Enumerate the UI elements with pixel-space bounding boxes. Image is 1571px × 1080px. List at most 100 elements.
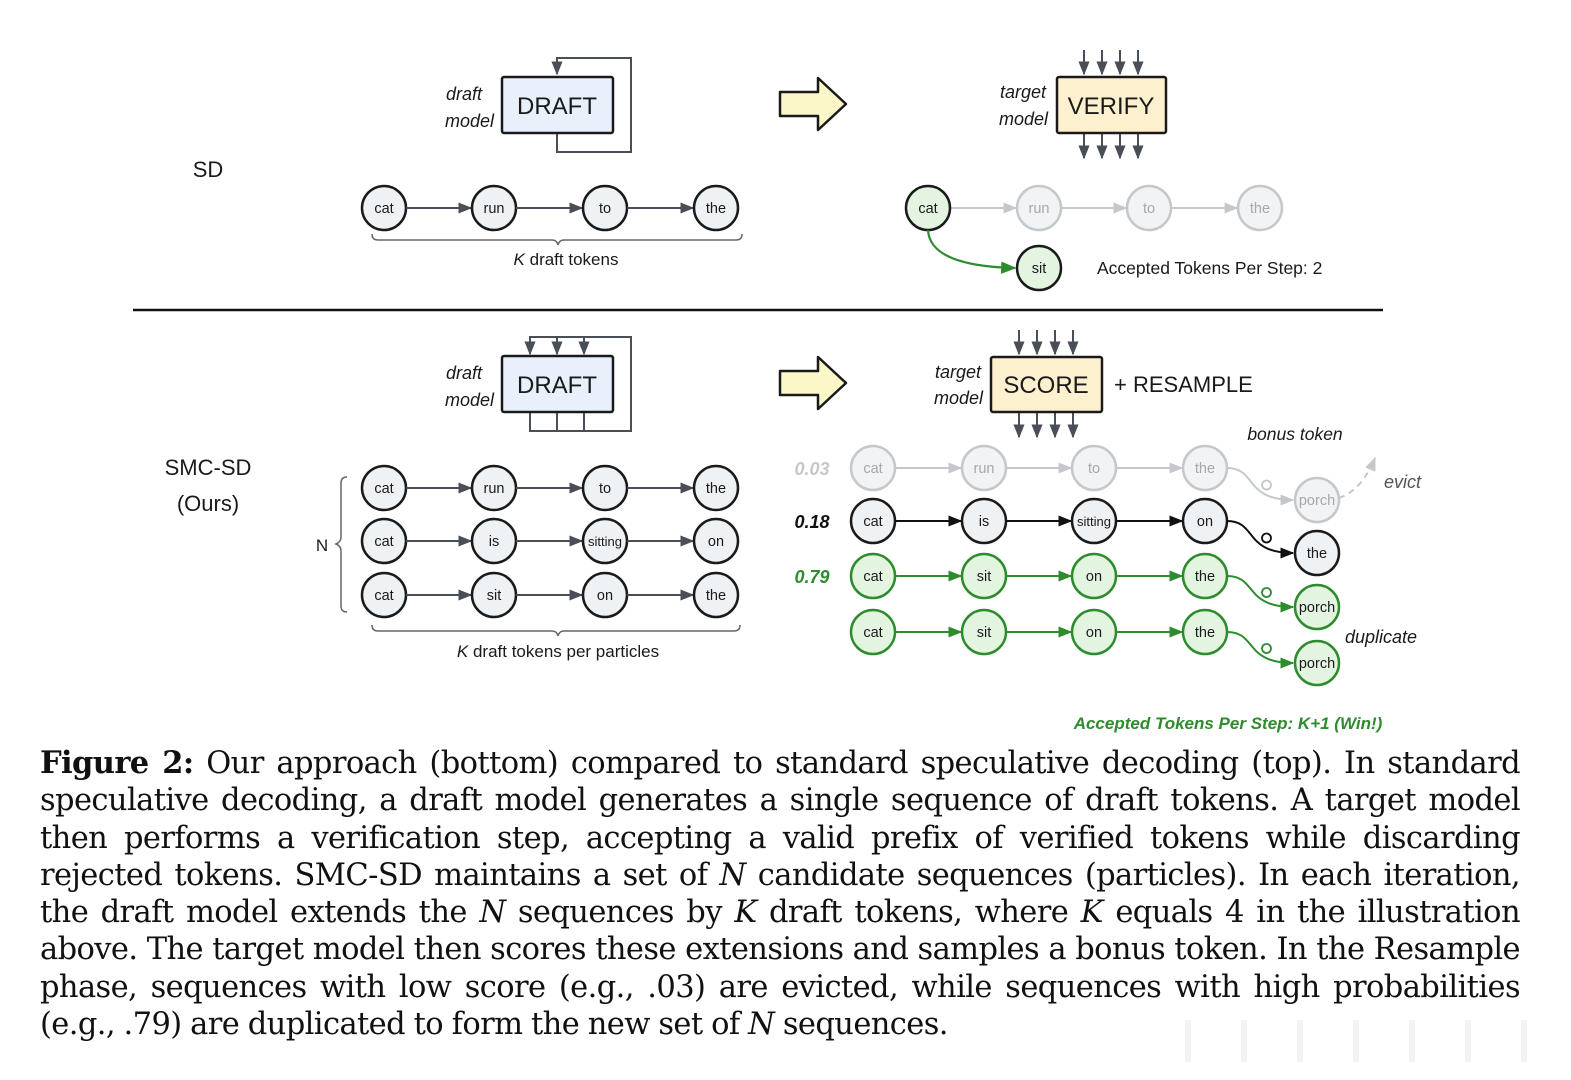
- token-node: the: [1181, 608, 1229, 656]
- bonus-edge: [1226, 520, 1295, 559]
- sd-k-brace-label: K draft tokens: [514, 250, 619, 269]
- sd-draft-model-label-2: model: [445, 111, 495, 131]
- token-label: sitting: [588, 534, 622, 549]
- smc-draft-model-label-2: model: [445, 390, 495, 410]
- token-label: is: [489, 534, 499, 550]
- token-label: the: [1195, 625, 1215, 641]
- token-label: sit: [487, 588, 502, 604]
- token-label: cat: [374, 534, 393, 550]
- token-circle: [1293, 529, 1341, 577]
- token-circle: [1125, 184, 1173, 232]
- bonus-token: porch: [1293, 476, 1341, 524]
- sd-verify-box: [1055, 75, 1168, 135]
- rejected-token: the: [1236, 184, 1284, 232]
- token-node: to: [581, 184, 629, 232]
- token-node: sit: [470, 571, 518, 619]
- token-circle: [692, 517, 740, 565]
- k-rest: draft tokens per particles: [468, 642, 659, 661]
- token-node: on: [692, 517, 740, 565]
- token-label: to: [599, 481, 611, 497]
- token-label: the: [1307, 546, 1327, 562]
- smc-row-label-1: SMC-SD: [165, 455, 252, 480]
- token-label: on: [1086, 569, 1102, 585]
- token-label: on: [708, 534, 724, 550]
- bonus-token-label: bonus token: [1247, 424, 1342, 444]
- token-label: to: [1088, 461, 1100, 477]
- smc-draft-box-label: DRAFT: [517, 372, 597, 399]
- caption-var-k: K: [1080, 895, 1104, 931]
- particle-score: 0.79: [794, 567, 829, 587]
- token-node: sit: [960, 608, 1008, 656]
- sample-point-icon: [1261, 643, 1272, 654]
- token-label: cat: [374, 201, 393, 217]
- token-node: on: [1070, 608, 1118, 656]
- token-label: is: [979, 514, 989, 530]
- token-node: is: [960, 497, 1008, 545]
- smc-target-model-label-1: target: [935, 362, 982, 382]
- token-node: cat: [360, 517, 408, 565]
- figure-caption: Figure 2: Our approach (bottom) compared…: [40, 745, 1521, 1043]
- smc-transition-arrow: [778, 355, 848, 411]
- smc-resample-label: + RESAMPLE: [1114, 372, 1253, 397]
- token-node: the: [692, 571, 740, 619]
- token-circle: [1015, 244, 1063, 292]
- sd-row-label: SD: [193, 157, 224, 182]
- token-label: on: [1086, 625, 1102, 641]
- caption-var-n: N: [748, 1007, 775, 1043]
- smc-accepted-text: Accepted Tokens Per Step: K+1 (Win!): [1073, 714, 1383, 733]
- caption-text: sequences.: [774, 1007, 949, 1043]
- token-label: cat: [918, 201, 937, 217]
- token-circle: [1236, 184, 1284, 232]
- smc-score-box: [989, 355, 1104, 414]
- token-node: is: [470, 517, 518, 565]
- token-node: the: [1181, 444, 1229, 492]
- token-label: porch: [1299, 656, 1335, 672]
- smc-draft-loop: [529, 336, 632, 432]
- correction-token: sit: [1015, 244, 1063, 292]
- token-label: cat: [863, 625, 882, 641]
- token-label: sit: [1032, 261, 1047, 277]
- smc-draft-model: draft model DRAFT: [445, 336, 632, 432]
- token-label: sitting: [1077, 514, 1111, 529]
- sd-draft-model: draft model DRAFT: [445, 57, 632, 153]
- particle-row: cat is sitting on: [360, 517, 740, 565]
- token-circle: [692, 571, 740, 619]
- token-circle: [1293, 639, 1341, 687]
- correction-edge: [926, 229, 1017, 274]
- token-label: the: [706, 588, 726, 604]
- token-circle: [1293, 476, 1341, 524]
- sd-accepted-text: Accepted Tokens Per Step: 2: [1097, 258, 1322, 278]
- sd-draft-loop: [551, 57, 632, 153]
- token-label: on: [1197, 514, 1213, 530]
- smc-k-brace-label: K draft tokens per particles: [457, 642, 659, 661]
- token-circle: [692, 184, 740, 232]
- sd-transition-arrow: [778, 76, 848, 132]
- k-rest: draft tokens: [525, 250, 619, 269]
- rejected-token: run: [1015, 184, 1063, 232]
- sd-target-model: target model VERIFY: [999, 50, 1168, 160]
- sd-target-model-label-1: target: [1000, 82, 1047, 102]
- caption-text: draft tokens, where: [756, 895, 1081, 931]
- token-node: to: [1070, 444, 1118, 492]
- token-label: sit: [977, 569, 992, 585]
- token-node: cat: [360, 571, 408, 619]
- smc-target-model: target model SCORE + RESAMPLE: [934, 330, 1253, 439]
- token-node: cat: [849, 497, 897, 545]
- token-circle: [1293, 583, 1341, 631]
- particle-score: 0.18: [794, 512, 829, 532]
- bonus-edge: [1226, 631, 1295, 669]
- token-node: to: [581, 464, 629, 512]
- token-node: the: [1181, 552, 1229, 600]
- caption-text: candidate sequences (particles). In each…: [40, 857, 1521, 931]
- watermark: [1185, 1020, 1555, 1062]
- token-node: run: [960, 444, 1008, 492]
- token-node: cat: [360, 184, 408, 232]
